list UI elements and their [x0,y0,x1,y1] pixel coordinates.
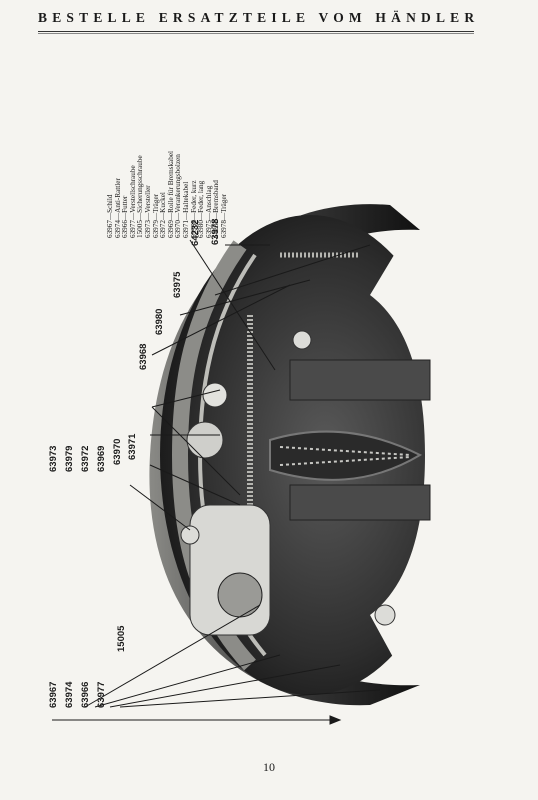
page-number: 10 [263,760,275,774]
callout-63975: 63975 [172,271,183,298]
callout-63972: 63972 [80,445,91,472]
cable-housing [269,430,423,481]
callout-63978: 63978 [210,218,221,245]
callout-63968: 63968 [138,343,149,370]
leader-lines [52,239,381,725]
callout-63973: 63973 [48,445,59,472]
adjuster-wheel [217,572,263,618]
screw-head [180,525,200,545]
callout-63966: 63966 [80,681,91,708]
plate-cutout [370,245,480,670]
anchor-bolt [186,421,224,459]
hub-slot-bottom [289,484,431,521]
callout-63979: 63979 [64,445,75,472]
bolt-bottom [374,604,396,626]
callout-63970: 63970 [112,438,123,465]
callout-63977: 63977 [96,681,107,708]
callout-63980: 63980 [154,308,165,335]
callout-63974: 63974 [64,681,75,708]
callout-63971: 63971 [127,433,138,460]
callout-64232: 64232 [190,219,201,246]
cable-coil [279,446,411,466]
page-header: BESTELLE ERSATZTEILE VOM HÄNDLER [38,10,480,25]
callout-63969: 63969 [96,445,107,472]
header-rule-thin [38,33,474,34]
brake-assembly-illustration [52,204,480,725]
callout-63967: 63967 [48,681,59,708]
callout-15005: 15005 [116,625,127,652]
header-rule [38,31,474,32]
roller [202,382,228,408]
adjuster-plate [189,504,271,636]
hub-slot-top [289,359,431,401]
bolt-top [292,330,312,350]
